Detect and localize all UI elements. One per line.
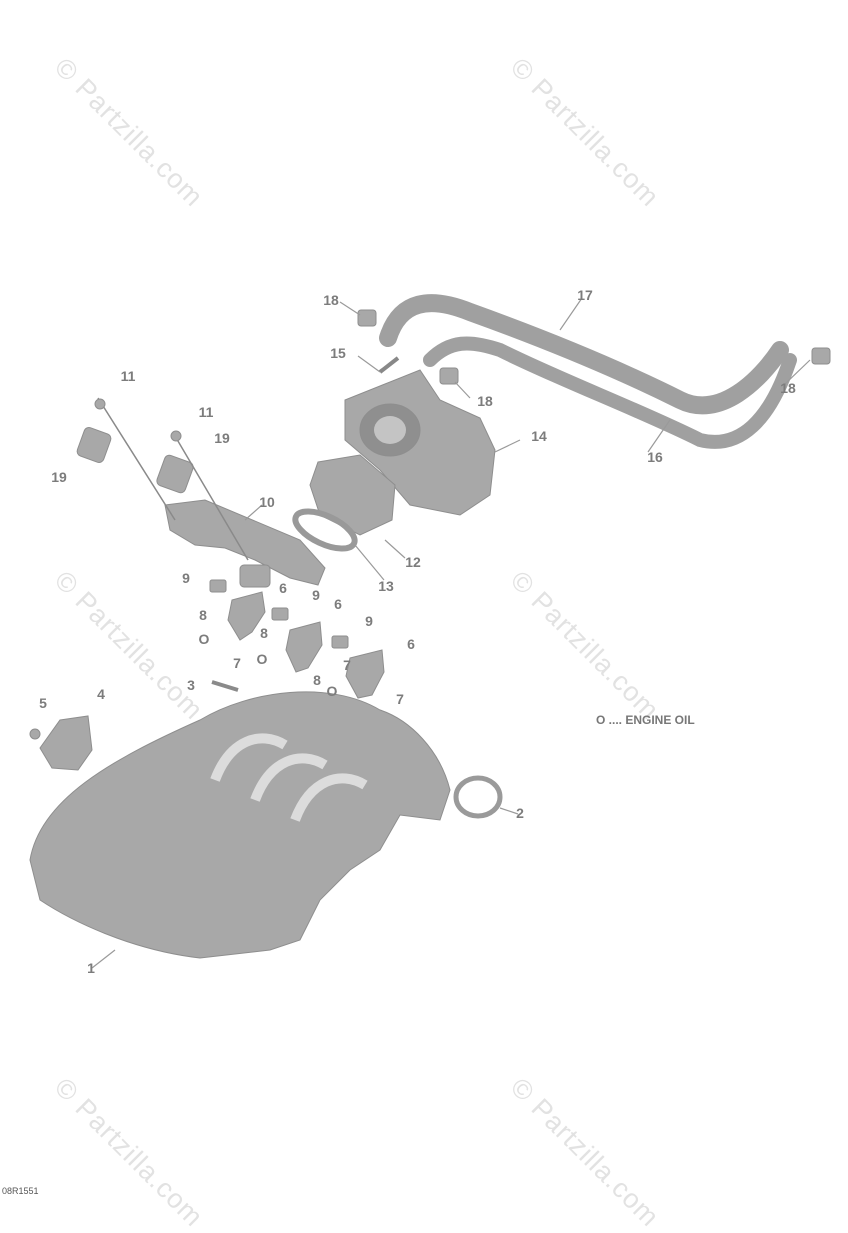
injector-3 [331, 635, 385, 699]
bolt-11-left [97, 397, 176, 521]
callout-2: 2 [516, 805, 524, 821]
manifold-runner-3 [290, 773, 368, 822]
clamp-18-top [357, 309, 377, 327]
callout-11: 11 [198, 404, 214, 420]
bolt-11-right [174, 435, 249, 561]
manifold-runner-2 [250, 753, 328, 802]
legend-engine-oil: O .... ENGINE OIL [596, 713, 695, 727]
bolt-3 [211, 680, 239, 692]
callout-18: 18 [780, 380, 796, 396]
callout-18: 18 [323, 292, 339, 308]
callout-9: 9 [182, 570, 190, 586]
callout-19: 19 [51, 469, 67, 485]
oil-symbol: O [326, 683, 338, 699]
callout-10: 10 [259, 494, 275, 510]
clamp-18-right [811, 347, 831, 365]
sensor-4 [39, 715, 93, 771]
callout-9: 9 [312, 587, 320, 603]
callout-8: 8 [199, 607, 207, 623]
breather-hose [379, 294, 789, 415]
callout-18: 18 [477, 393, 493, 409]
screw-15 [378, 356, 400, 374]
callout-1: 1 [87, 960, 95, 976]
callout-13: 13 [378, 578, 394, 594]
callout-9: 9 [365, 613, 373, 629]
intake-manifold [29, 691, 451, 959]
injector-2 [271, 607, 323, 673]
ring-13 [292, 508, 358, 552]
manifold-runner-1 [210, 733, 288, 782]
callout-19: 19 [214, 430, 230, 446]
cap-19-left [76, 427, 112, 463]
callout-6: 6 [279, 580, 287, 596]
screw-5 [29, 728, 41, 740]
throttle-bore-inner [374, 416, 406, 444]
callout-15: 15 [330, 345, 346, 361]
callout-17: 17 [577, 287, 593, 303]
diagram-code: 08R1551 [2, 1186, 39, 1196]
fuel-rail-port [239, 564, 271, 588]
callout-6: 6 [407, 636, 415, 652]
breather-hose-lower [423, 336, 797, 449]
callout-5: 5 [39, 695, 47, 711]
gasket-2 [453, 775, 503, 819]
callout-11: 11 [120, 368, 136, 384]
clamp-18-mid [439, 367, 459, 385]
callout-7: 7 [343, 657, 351, 673]
callout-8: 8 [260, 625, 268, 641]
callout-4: 4 [97, 686, 105, 702]
oil-symbol: O [256, 651, 268, 667]
oil-symbol: O [198, 631, 210, 647]
parts-diagram [29, 294, 831, 969]
callout-3: 3 [187, 677, 195, 693]
callout-16: 16 [647, 449, 663, 465]
callout-7: 7 [396, 691, 404, 707]
callout-7: 7 [233, 655, 241, 671]
injector-1 [209, 579, 266, 641]
callout-14: 14 [531, 428, 547, 444]
callout-12: 12 [405, 554, 421, 570]
callout-6: 6 [334, 596, 342, 612]
fuel-rail [164, 499, 326, 586]
cap-19-right [156, 454, 194, 494]
callout-8: 8 [313, 672, 321, 688]
